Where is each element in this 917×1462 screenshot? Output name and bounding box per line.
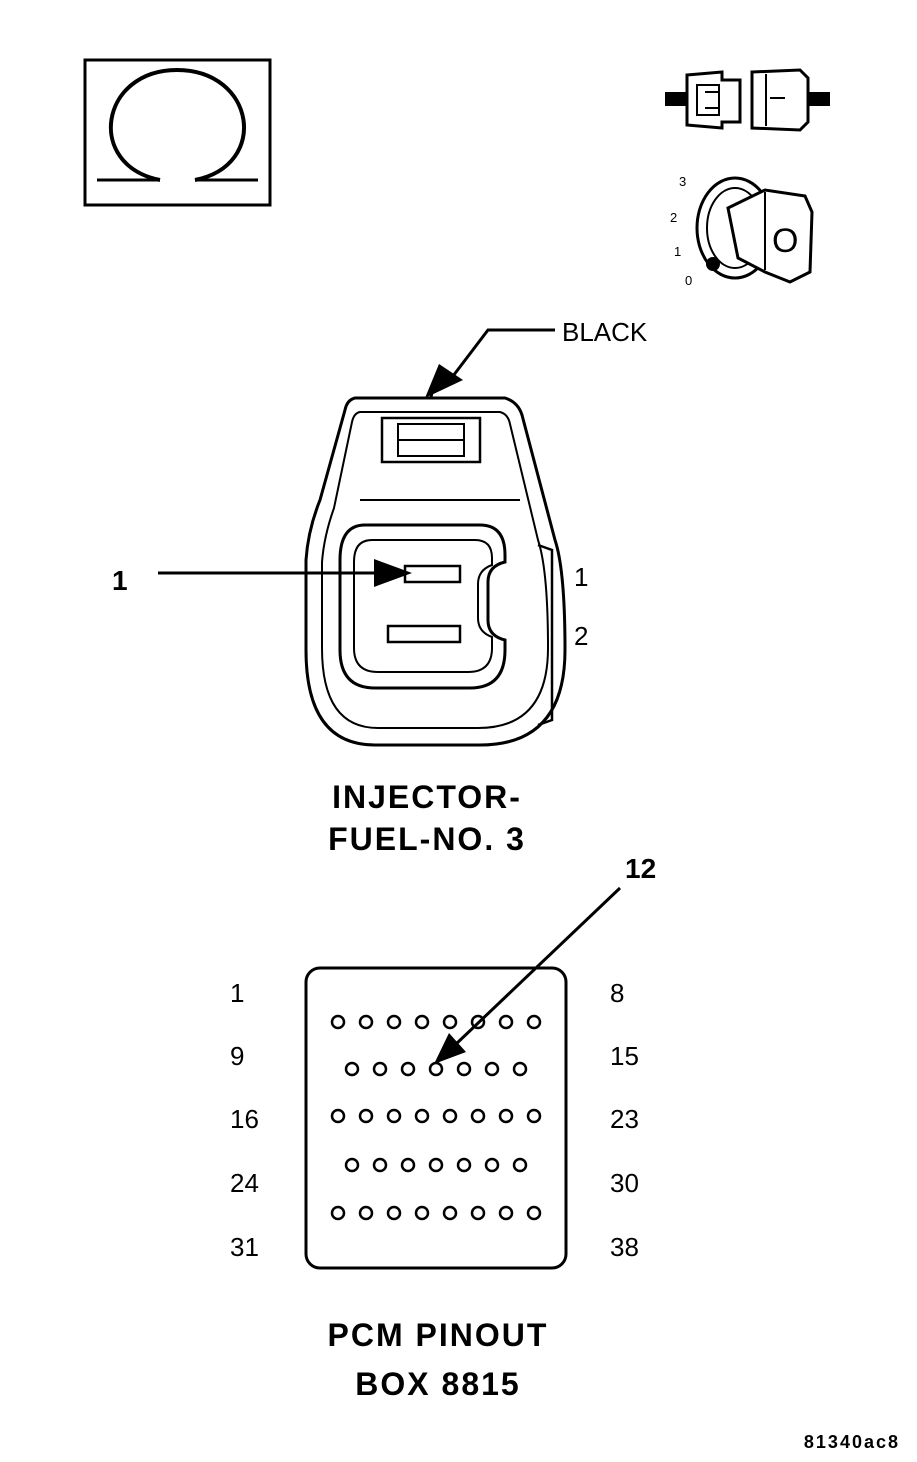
pcm-pinout-box: 12 1 9 16 24 31 8 15 23 30 38 PCM PINOUT… [230, 853, 656, 1402]
pcm-pin-13 [456, 1061, 472, 1077]
pcm-pin-33 [386, 1205, 402, 1221]
pcm-pin-9 [344, 1061, 360, 1077]
ignition-position-2: 2 [670, 210, 677, 225]
pcm-pin-29 [484, 1157, 500, 1173]
ignition-position-3: 3 [679, 174, 686, 189]
pcm-left-label-3: 16 [230, 1104, 259, 1134]
pcm-right-label-4: 30 [610, 1168, 639, 1198]
pcm-pin-24 [344, 1157, 360, 1173]
pcm-pin-17 [358, 1108, 374, 1124]
pcm-pin-32 [358, 1205, 374, 1221]
pcm-pin-26 [400, 1157, 416, 1173]
pcm-pin-36 [470, 1205, 486, 1221]
connector-color-label: BLACK [562, 317, 648, 347]
pcm-pin-20 [442, 1108, 458, 1124]
pcm-pin-28 [456, 1157, 472, 1173]
connector-title-line1: INJECTOR- [332, 779, 522, 815]
pcm-pin-2 [358, 1014, 374, 1030]
pcm-callout: 12 [625, 853, 656, 884]
pcm-pin-21 [470, 1108, 486, 1124]
pcm-left-label-2: 9 [230, 1041, 244, 1071]
connector-pin-2-label: 2 [574, 621, 588, 651]
pcm-pin-11 [400, 1061, 416, 1077]
pcm-pin-grid [330, 1014, 542, 1221]
ohm-icon [83, 58, 272, 207]
pcm-pin-38 [526, 1205, 542, 1221]
pcm-pin-5 [442, 1014, 458, 1030]
pcm-left-label-4: 24 [230, 1168, 259, 1198]
pcm-pin-18 [386, 1108, 402, 1124]
pcm-pin-23 [526, 1108, 542, 1124]
pcm-pin-31 [330, 1205, 346, 1221]
pcm-right-label-1: 8 [610, 978, 624, 1008]
pcm-right-label-2: 15 [610, 1041, 639, 1071]
pcm-title-line2: BOX 8815 [355, 1366, 520, 1402]
ignition-key-icon: 3 2 1 0 O [670, 174, 814, 288]
pcm-pin-25 [372, 1157, 388, 1173]
pcm-pin-4 [414, 1014, 430, 1030]
ignition-position-0: 0 [685, 273, 692, 288]
pcm-pin-16 [330, 1108, 346, 1124]
connector-disconnect-icon [665, 68, 830, 132]
pcm-pin-30 [512, 1157, 528, 1173]
pcm-right-label-3: 23 [610, 1104, 639, 1134]
figure-id: 81340ac8 [804, 1432, 900, 1452]
pcm-pin-7 [498, 1014, 514, 1030]
pcm-pin-1 [330, 1014, 346, 1030]
pcm-pin-12 [428, 1061, 444, 1077]
pcm-pin-35 [442, 1205, 458, 1221]
pcm-pin-19 [414, 1108, 430, 1124]
pcm-left-label-1: 1 [230, 978, 244, 1008]
connector-pin-1-label: 1 [574, 562, 588, 592]
ignition-key-label: O [772, 222, 798, 260]
pcm-right-label-5: 38 [610, 1232, 639, 1262]
pcm-pin-34 [414, 1205, 430, 1221]
pcm-pin-10 [372, 1061, 388, 1077]
pcm-pin-3 [386, 1014, 402, 1030]
injector-connector: BLACK 1 1 2 INJECTOR- FUEL-NO. 3 [112, 317, 648, 857]
pcm-left-label-5: 31 [230, 1232, 259, 1262]
pcm-pin-8 [526, 1014, 542, 1030]
pcm-pin-37 [498, 1205, 514, 1221]
pcm-pin-14 [484, 1061, 500, 1077]
pcm-pin-22 [498, 1108, 514, 1124]
connector-callout: 1 [112, 565, 128, 596]
connector-title-line2: FUEL-NO. 3 [328, 821, 526, 857]
pcm-pin-27 [428, 1157, 444, 1173]
pcm-pin-15 [512, 1061, 528, 1077]
ignition-position-1: 1 [674, 244, 681, 259]
pcm-title-line1: PCM PINOUT [328, 1317, 549, 1353]
